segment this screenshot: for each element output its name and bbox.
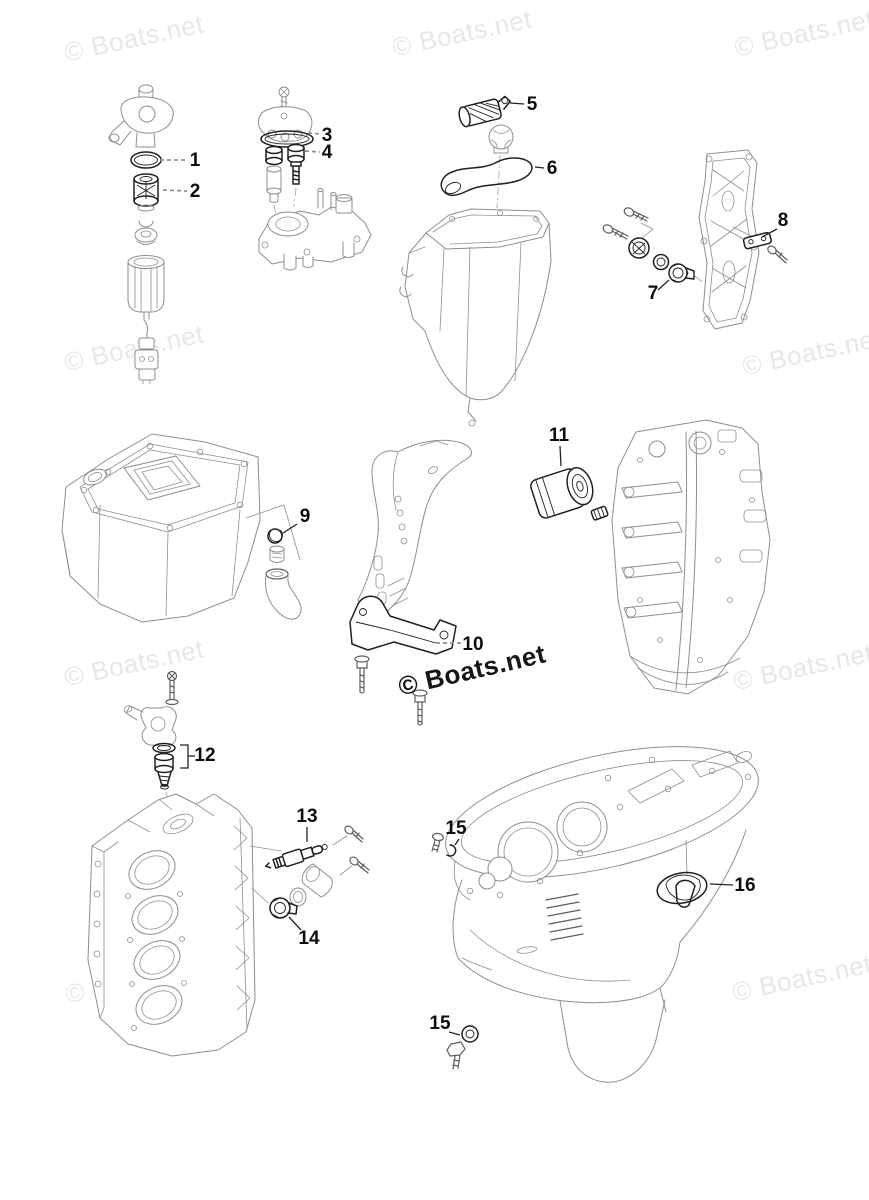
part-group-driveshaft-housing (399, 95, 552, 427)
part-group-cylinder-head (87, 670, 370, 1057)
part-1-o-ring (130, 151, 162, 169)
part-group-oil-pan (61, 433, 302, 623)
callout-11-leader-line (559, 445, 562, 467)
watermark-light: © Boats.net (732, 4, 869, 63)
callout-16-leader-line (709, 883, 734, 886)
part-14-plug (269, 897, 298, 919)
callout-9-leader-line (282, 523, 298, 534)
part-16-trim-tab-anode (656, 871, 708, 908)
callout-9-label: 9 (300, 506, 311, 527)
callout-13-label: 13 (296, 806, 317, 827)
part-2-filter-element (133, 173, 159, 212)
callout-15-leader-line (454, 838, 460, 846)
watermark-light: © Boats.net (740, 323, 869, 382)
part-7-plug (668, 263, 695, 283)
callout-10-label: 10 (462, 634, 483, 655)
part-group-engine-mount (349, 439, 472, 726)
part-group-fuel-filter-assembly (108, 84, 174, 385)
callout-14-label: 14 (298, 928, 320, 949)
callout-8-leader-line (761, 228, 778, 238)
part-9-seal-ring (267, 528, 283, 544)
part-6-gasket (440, 157, 533, 197)
callout-16-label: 16 (734, 875, 755, 896)
watermark-light: © Boats.net (62, 9, 207, 68)
watermark-light: © Boats.net (731, 638, 869, 697)
part-8-anode (742, 231, 772, 250)
part-group-thermostat (258, 86, 372, 271)
watermark-light: © Boats.net (730, 949, 869, 1008)
callout-1-label: 1 (190, 150, 201, 171)
callout-6-label: 6 (547, 158, 558, 179)
part-15-clip-upper (431, 832, 457, 857)
callout-11-label: 11 (549, 425, 570, 446)
callout-2-label: 2 (190, 181, 201, 202)
callout-6-leader-line (534, 166, 545, 169)
watermark-light: © Boats.net (390, 4, 535, 63)
callout-3-leader-line (307, 132, 321, 135)
part-5-sensor (458, 95, 511, 128)
callout-3-label: 3 (322, 125, 333, 146)
callout-5-leader-line (509, 102, 525, 105)
callout-8-label: 8 (778, 210, 789, 231)
watermark-light: © Boats.net (62, 319, 207, 378)
part-group-crankcase (530, 419, 771, 695)
part-group-side-plate (602, 149, 788, 330)
callout-5-label: 5 (527, 94, 538, 115)
callout-14-leader-line (288, 916, 302, 931)
part-13-spark-plug (265, 844, 328, 869)
part-group-gearcase (431, 746, 759, 1083)
callout-12-label: 12 (194, 745, 215, 766)
callout-7-leader-line (657, 279, 670, 291)
callout-4-leader-line (304, 150, 321, 153)
callout-15-label: 15 (429, 1013, 451, 1034)
part-10-bracket (349, 595, 457, 655)
callout-12-leader-line (180, 744, 189, 769)
callout-4-label: 4 (322, 142, 333, 163)
callout-7-label: 7 (648, 283, 659, 304)
callout-2-leader-line (162, 189, 188, 192)
watermark-light: © Boats.net (62, 634, 207, 693)
part-4-bushings (265, 143, 305, 185)
part-12-sensor (152, 742, 176, 790)
part-3-gasket (260, 130, 314, 148)
callout-15-leader-line (448, 1031, 461, 1036)
callout-15-label: 15 (445, 818, 467, 839)
part-11-oil-filter (530, 467, 594, 519)
part-15-washer-lower (446, 1025, 479, 1070)
